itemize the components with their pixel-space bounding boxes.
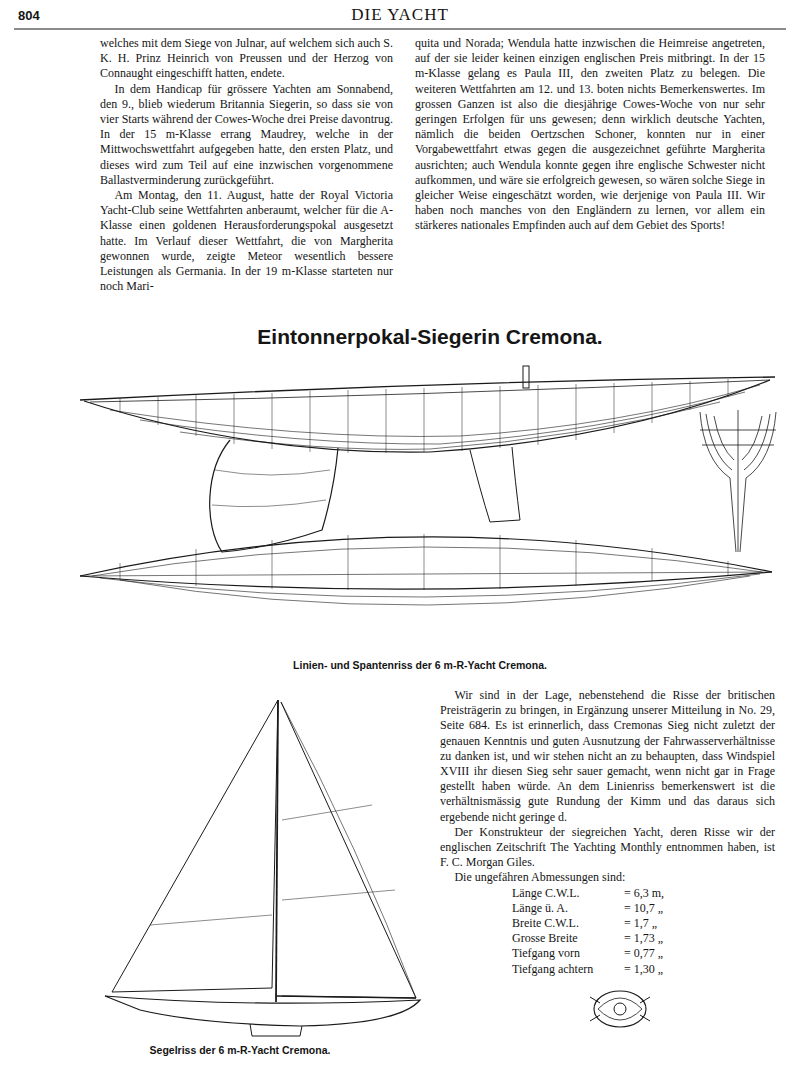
plan-view xyxy=(80,534,772,605)
header-rule xyxy=(14,28,786,29)
body-paragraph: welches mit dem Siege von Julnar, auf we… xyxy=(100,36,393,82)
header-left: 804 xyxy=(18,8,40,23)
text-column: Wir sind in der Lage, nebenstehend die R… xyxy=(440,688,775,1035)
table-cell-value: = 1,30 „ xyxy=(624,962,775,977)
caption-area: Segelriss der 6 m-R-Yacht Cremona. xyxy=(70,1044,410,1056)
table-cell-label: Breite C.W.L. xyxy=(512,916,624,931)
table-cell-label: Grosse Breite xyxy=(512,931,624,946)
masthead: DIE YACHT xyxy=(250,5,550,25)
table-cell-value: = 6,3 m, xyxy=(624,886,775,901)
table-cell-label: Länge ü. A. xyxy=(512,901,624,916)
body-paragraph: Die ungefähren Abmessungen sind: xyxy=(440,870,775,885)
dimension-table: Länge C.W.L.= 6,3 m,Länge ü. A.= 10,7 „B… xyxy=(512,886,775,977)
caption-area: Linien- und Spantenriss der 6 m-R-Yacht … xyxy=(220,659,620,671)
ornament xyxy=(440,983,775,1035)
table-cell-value: = 10,7 „ xyxy=(624,901,775,916)
body-paragraph: quita und Norada; Wendula hatte inzwisch… xyxy=(415,36,765,234)
body-paragraph: Am Montag, den 11. August, hatte der Roy… xyxy=(100,188,393,294)
body-paragraph: In dem Handicap für grössere Yachten am … xyxy=(100,82,393,188)
figure-caption: Segelriss der 6 m-R-Yacht Cremona. xyxy=(70,1044,410,1056)
sail-plan xyxy=(105,700,420,1036)
table-cell-value: = 0,77 „ xyxy=(624,946,775,961)
text-flow: Wir sind in der Lage, nebenstehend die R… xyxy=(440,688,775,886)
page-title: Eintonnerpokal-Siegerin Cremona. xyxy=(180,325,680,349)
title-area: Eintonnerpokal-Siegerin Cremona. xyxy=(180,325,680,349)
body-paragraph: Wir sind in der Lage, nebenstehend die R… xyxy=(440,688,775,825)
table-cell-value: = 1,7 „ xyxy=(624,916,775,931)
table-cell-value: = 1,73 „ xyxy=(624,931,775,946)
table-cell-label: Tiefgang vorn xyxy=(512,946,624,961)
header-center: DIE YACHT xyxy=(250,5,550,25)
text-column: welches mit dem Siege von Julnar, auf we… xyxy=(100,36,393,294)
page-number: 804 xyxy=(18,8,40,23)
body-paragraph: Der Konstrukteur der siegreichen Yacht, … xyxy=(440,825,775,871)
body-plan xyxy=(700,410,776,552)
figure-caption: Linien- und Spantenriss der 6 m-R-Yacht … xyxy=(220,659,620,671)
hull-profile xyxy=(80,366,775,552)
text-column: quita und Norada; Wendula hatte inzwisch… xyxy=(415,36,765,234)
table-cell-label: Tiefgang achtern xyxy=(512,962,624,977)
table-cell-label: Länge C.W.L. xyxy=(512,886,624,901)
